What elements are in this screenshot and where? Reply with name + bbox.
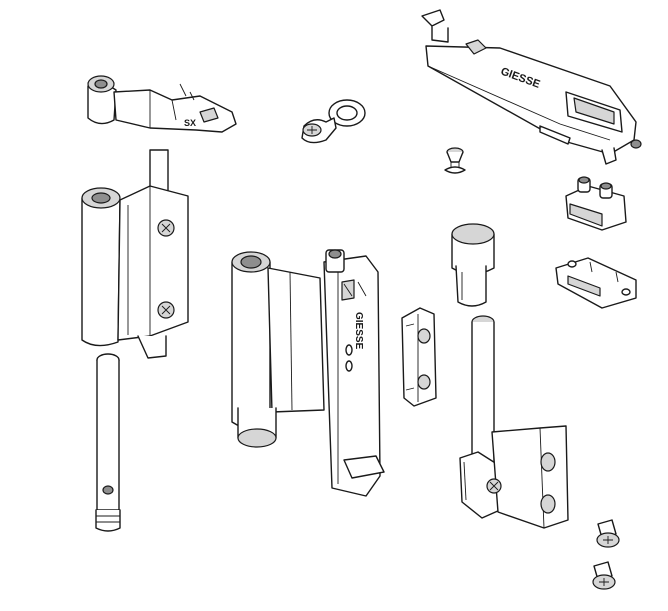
countersunk-screw bbox=[444, 147, 466, 174]
barrel-cap bbox=[451, 223, 495, 307]
hinge-top-bracket: SX bbox=[87, 75, 237, 133]
bracket-mark: SX bbox=[184, 118, 196, 128]
handle-mechanism: GIESSE bbox=[421, 9, 642, 165]
keeper-plate bbox=[555, 257, 637, 309]
hinge-pin bbox=[95, 353, 121, 532]
frame-plate: GIESSE bbox=[323, 249, 385, 497]
hinge-left-body bbox=[81, 149, 189, 359]
keeper-block bbox=[565, 176, 627, 231]
plate-brand: GIESSE bbox=[353, 312, 364, 350]
hinge-right-body bbox=[459, 315, 569, 529]
screw-upper bbox=[596, 519, 620, 548]
hinge-middle-barrel bbox=[231, 251, 325, 448]
small-shim-plate bbox=[401, 307, 437, 407]
eccentric-bushing bbox=[301, 99, 366, 144]
screw-lower bbox=[592, 561, 616, 590]
